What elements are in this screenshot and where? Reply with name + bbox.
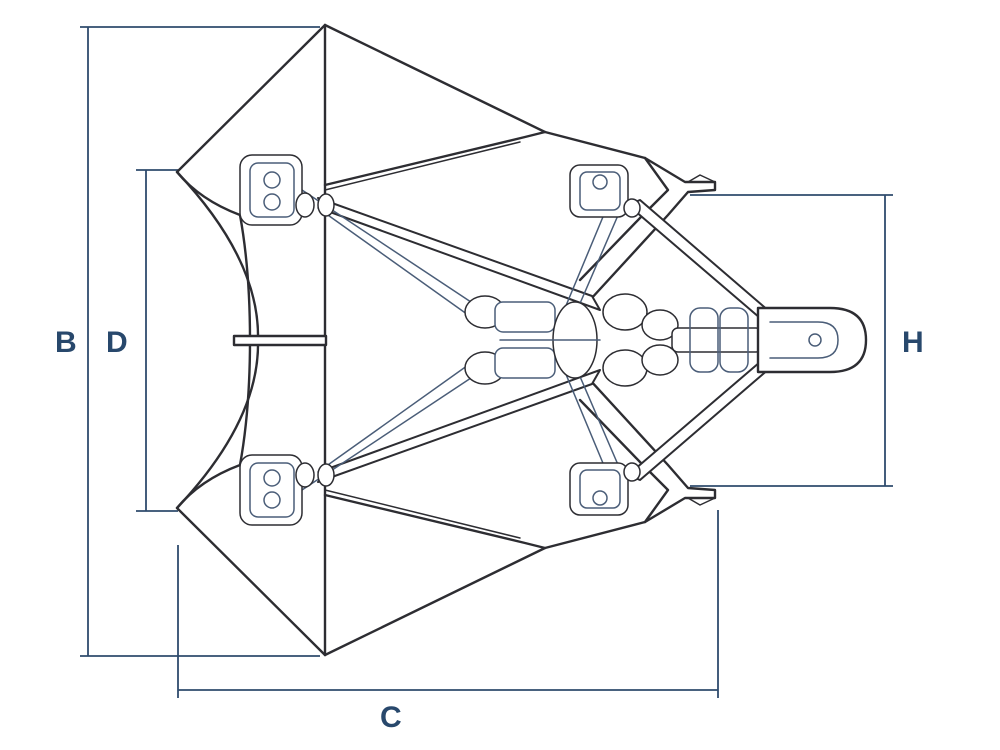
- shank-lower-link: [641, 344, 679, 376]
- shackle-bottom-left: [239, 454, 335, 526]
- dimension-d: [136, 169, 178, 512]
- hardware-shackles: [239, 154, 641, 526]
- shank-upper-link: [641, 309, 679, 341]
- hub-plate-upper: [494, 301, 556, 333]
- shackle-bottom-right-eye: [623, 462, 641, 482]
- end-shackle-pin: [808, 333, 822, 347]
- shackle-top-left: [239, 154, 335, 226]
- fluke-top-tip-return: [578, 156, 670, 282]
- shackle-top-right: [569, 164, 641, 218]
- shackle-top-left-inner: [249, 162, 295, 218]
- shackle-top-right-eye: [623, 198, 641, 218]
- shank-upper-clevis: [602, 293, 648, 331]
- fluke-tail-bar: [232, 334, 328, 347]
- fluke-top-stiffener: [323, 130, 547, 187]
- shackle-bottom-right-pin: [592, 490, 608, 506]
- shackle-bottom-left-plate: [239, 454, 303, 526]
- shackle-bottom-right: [569, 462, 641, 516]
- shackle-top-left-pin-2: [263, 193, 281, 211]
- dimension-c-label: C: [380, 701, 402, 734]
- shackle-top-left-pin: [263, 171, 281, 189]
- fluke-bottom-stiffener: [323, 493, 547, 550]
- shackle-top-left-eye: [295, 192, 315, 218]
- dimension-h: [690, 194, 893, 487]
- shank-bar-inner: [689, 307, 719, 373]
- shackle-bottom-right-inner: [579, 469, 621, 509]
- shackle-bottom-left-pin-2: [263, 491, 281, 509]
- shackle-bottom-right-plate: [569, 462, 629, 516]
- fluke-bottom-tooth: [687, 497, 716, 506]
- dimension-d-label: D: [106, 326, 128, 359]
- central-hub: [464, 293, 868, 387]
- shackle-bottom-left-inner: [249, 462, 295, 518]
- fluke-top-inner-edge: [324, 141, 521, 191]
- dimension-b-label: B: [55, 326, 77, 359]
- shank-lower-clevis: [602, 349, 648, 387]
- anchor-fluke-outline: [175, 23, 717, 657]
- shackle-top-left-eye-2: [317, 193, 335, 217]
- fluke-bottom-wing: [323, 378, 717, 657]
- end-shackle-inner: [769, 321, 839, 359]
- fluke-bottom-tip-return: [578, 398, 670, 524]
- dimension-b: [80, 26, 320, 657]
- fluke-top-tooth: [687, 174, 716, 183]
- rod-lower-secondary-b: [317, 357, 479, 473]
- hub-plate-lower: [494, 347, 556, 379]
- dimension-h-label: H: [902, 326, 924, 359]
- fluke-top-wing: [323, 23, 717, 302]
- dimension-lines: [80, 26, 893, 698]
- fluke-bottom-inner-edge: [324, 489, 521, 539]
- rod-lower-tip: [627, 361, 771, 481]
- end-shackle-bow: [756, 306, 868, 374]
- dimension-c: [177, 510, 719, 698]
- shackle-top-right-pin: [592, 174, 608, 190]
- rod-upper-tip: [627, 199, 771, 319]
- shackle-top-right-inner: [579, 171, 621, 211]
- rod-upper-secondary-b: [317, 207, 479, 323]
- shackle-bottom-left-eye-2: [317, 463, 335, 487]
- shackle-bottom-left-pin: [263, 469, 281, 487]
- shackle-top-left-plate: [239, 154, 303, 226]
- shank-bar-inner-2: [719, 307, 749, 373]
- shackle-bottom-left-eye: [295, 462, 315, 488]
- shackle-top-right-plate: [569, 164, 629, 218]
